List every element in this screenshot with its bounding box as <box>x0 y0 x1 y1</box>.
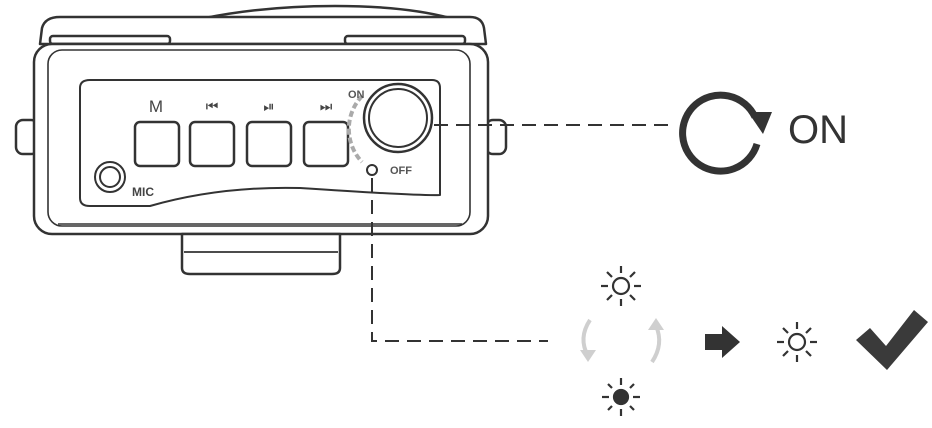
previous-track-label: ⏮ <box>206 98 219 114</box>
knob-on-label: ON <box>348 89 365 101</box>
power-led-indicator <box>366 164 378 176</box>
device-top-dome <box>204 4 451 20</box>
arrow-right-icon <box>705 326 740 358</box>
button-row: M ⏮ ⏯ ⏭ <box>133 97 350 168</box>
cycle-arrow-right-icon <box>648 318 664 364</box>
next-track-label: ⏭ <box>320 98 333 114</box>
mic-label: MIC <box>132 185 154 199</box>
play-pause-button[interactable] <box>245 120 293 168</box>
next-track-button[interactable] <box>302 120 350 168</box>
previous-track-button[interactable] <box>188 120 236 168</box>
knob-off-label: OFF <box>390 165 412 177</box>
checkmark-icon <box>856 310 928 370</box>
mic-jack[interactable] <box>94 161 126 193</box>
light-bright-icon <box>601 266 641 306</box>
power-knob[interactable] <box>346 82 434 164</box>
device-inner-outline <box>47 49 471 227</box>
light-steady-icon <box>777 322 817 362</box>
mode-button-label: M <box>149 97 163 116</box>
device-top-rim <box>38 15 488 46</box>
cycle-arrow-left-icon <box>580 318 596 362</box>
light-dim-icon <box>602 378 640 416</box>
led-connector-line <box>371 178 548 342</box>
play-pause-label: ⏯ <box>263 98 274 114</box>
power-state-label: ON <box>788 108 848 152</box>
device-clip <box>180 232 342 276</box>
knob-arc <box>346 94 364 164</box>
mode-button[interactable] <box>133 120 181 168</box>
rotate-clockwise-icon <box>679 91 772 175</box>
control-panel <box>79 79 441 207</box>
